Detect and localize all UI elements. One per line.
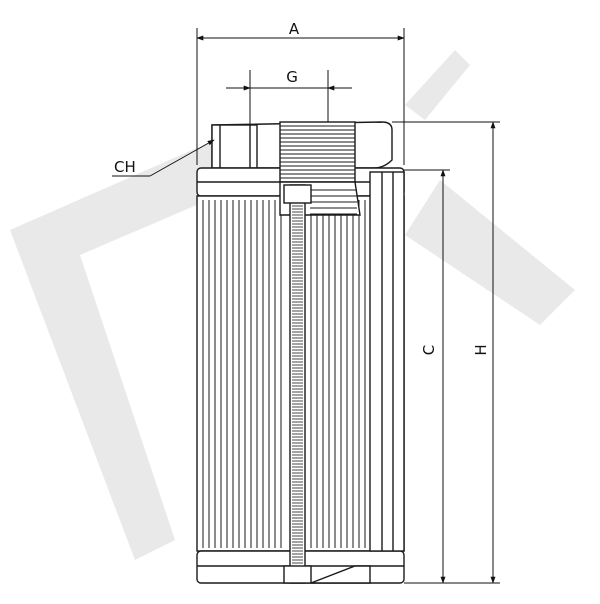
outer-tube-right [369,171,405,552]
rod-thread-lines [292,205,303,564]
pleat-lines [202,200,366,548]
filter-element [196,121,405,584]
watermark-logo [10,50,575,560]
rod-nut-top [283,184,312,204]
dimension-a-label: A [289,20,300,38]
thread-lines [280,125,355,179]
rod-nut-bottom [283,565,312,584]
dimension-c-label: C [420,345,438,355]
dimension-ch [112,139,215,177]
dimension-g-label: G [286,68,298,86]
thread-section [279,121,356,183]
dimension-c [404,169,450,584]
dimension-h [392,121,500,584]
dimension-ch-label: CH [114,158,136,176]
dimension-g [226,70,352,125]
dimension-a [196,28,405,165]
dimension-h-label: H [472,344,490,355]
bottom-slope [310,565,371,584]
